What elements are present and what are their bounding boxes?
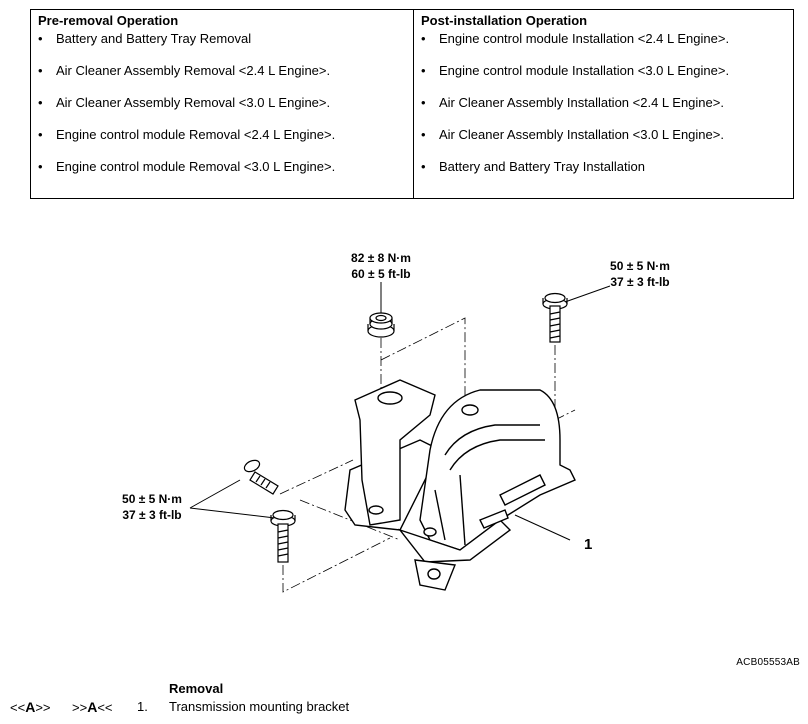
list-item: • Engine control module Installation <2.4… [421,30,729,62]
list-item: • Air Cleaner Assembly Removal <2.4 L Eng… [38,62,335,94]
list-item: • Air Cleaner Assembly Installation <2.4 … [421,94,729,126]
post-installation-item: Battery and Battery Tray Installation [439,159,645,174]
pre-removal-list: • Battery and Battery Tray Removal • Air C… [38,30,335,190]
bullet-icon: • [421,127,426,142]
pre-removal-item: Battery and Battery Tray Removal [56,31,252,46]
bullet-icon: • [38,95,43,110]
leader-line [514,514,571,541]
post-installation-column: Post-installation Operation • Engine cont… [414,10,793,198]
pre-removal-column: Pre-removal Operation • Battery and Batte… [31,10,414,198]
post-installation-list: • Engine control module Installation <2.4… [421,30,729,190]
list-item: • Battery and Battery Tray Installation [421,158,729,190]
exploded-view-diagram: 82 ± 8 N·m 60 ± 5 ft-lb 50 ± 5 N·m 37 ± … [122,251,670,593]
post-installation-item: Engine control module Installation <3.0 … [439,63,730,78]
bullet-icon: • [38,31,43,46]
bullet-icon: • [38,159,43,174]
part-callout-1: 1 [584,536,592,553]
bullet-icon: • [421,63,426,78]
installation-service-point: >>A<< [72,699,113,715]
transmission-mounting-bracket [344,379,576,591]
part-name: Transmission mounting bracket [169,699,350,714]
torque-label-right-bolt-ftlb: 37 ± 3 ft-lb [610,275,669,289]
list-item: • Air Cleaner Assembly Removal <3.0 L Eng… [38,94,335,126]
pre-removal-item: Engine control module Removal <2.4 L Eng… [56,127,336,142]
torque-label-top-nut-ftlb: 60 ± 5 ft-lb [351,267,410,281]
flange-nut-icon [367,312,395,338]
list-item: • Engine control module Removal <2.4 L En… [38,126,335,158]
bullet-icon: • [38,127,43,142]
pre-removal-item: Engine control module Removal <3.0 L Eng… [56,159,336,174]
post-installation-item: Air Cleaner Assembly Installation <3.0 L… [439,127,724,142]
list-item: • Engine control module Installation <3.0… [421,62,729,94]
bolt-icon [270,509,296,563]
post-installation-title: Post-installation Operation [421,13,588,28]
pre-removal-title: Pre-removal Operation [38,13,179,28]
figure-code: ACB05553AB [736,657,800,668]
operations-table: Pre-removal Operation • Battery and Batte… [30,9,794,199]
torque-label-right-bolt-nm: 50 ± 5 N·m [610,259,670,273]
post-installation-item: Air Cleaner Assembly Installation <2.4 L… [439,95,724,110]
bolt-icon [243,459,279,495]
bullet-icon: • [421,31,426,46]
bullet-icon: • [421,159,426,174]
removal-step-row: <<A>> >>A<< 1. Transmission mounting bra… [10,699,610,717]
torque-label-left-bolts-ftlb: 37 ± 3 ft-lb [122,508,181,522]
list-item: • Air Cleaner Assembly Installation <3.0 … [421,126,729,158]
bullet-icon: • [421,95,426,110]
removal-service-point: <<A>> [10,699,51,715]
list-item: • Engine control module Removal <3.0 L En… [38,158,335,190]
torque-label-left-bolts-nm: 50 ± 5 N·m [122,492,182,506]
post-installation-item: Engine control module Installation <2.4 … [439,31,730,46]
step-number: 1. [137,699,148,714]
pre-removal-item: Air Cleaner Assembly Removal <2.4 L Engi… [56,63,331,78]
leader-line [189,507,276,519]
removal-title: Removal [169,681,224,696]
pre-removal-item: Air Cleaner Assembly Removal <3.0 L Engi… [56,95,331,110]
leader-line [564,285,611,303]
bolt-icon [542,292,568,343]
bullet-icon: • [38,63,43,78]
list-item: • Battery and Battery Tray Removal [38,30,335,62]
torque-label-top-nut-nm: 82 ± 8 N·m [351,251,411,265]
leader-line [189,479,241,509]
